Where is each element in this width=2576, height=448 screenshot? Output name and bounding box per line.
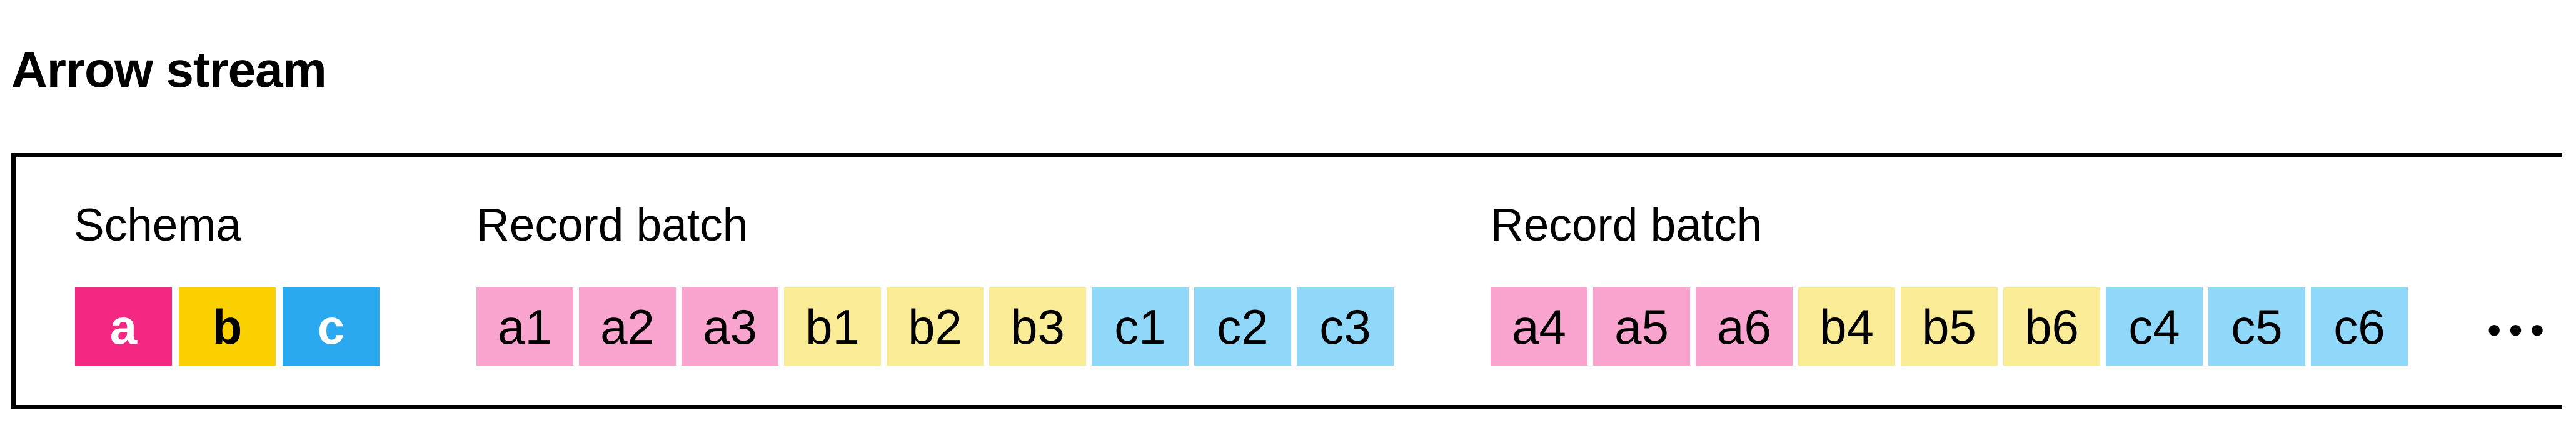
- cell-a3: a3: [682, 287, 778, 366]
- cell-c4: c4: [2106, 287, 2203, 366]
- record-batch-2-label: Record batch: [1491, 200, 1763, 251]
- cell-a6: a6: [1696, 287, 1793, 366]
- cell-b6: b6: [2003, 287, 2100, 366]
- cell-c1: c1: [1092, 287, 1189, 366]
- cell-a2: a2: [579, 287, 676, 366]
- cell-a4: a4: [1491, 287, 1587, 366]
- schema-field-c: c: [283, 287, 380, 366]
- schema-label: Schema: [74, 200, 241, 251]
- cell-c6: c6: [2311, 287, 2408, 366]
- cell-a5: a5: [1593, 287, 1690, 366]
- ellipsis-icon: •••: [2487, 307, 2552, 352]
- schema-field-b: b: [179, 287, 276, 366]
- cell-c3: c3: [1297, 287, 1394, 366]
- schema-field-a: a: [75, 287, 172, 366]
- cell-b1: b1: [784, 287, 881, 366]
- stream-frame: [11, 153, 2562, 409]
- page-title: Arrow stream: [11, 42, 327, 97]
- record-batch-1-label: Record batch: [476, 200, 748, 251]
- cell-b5: b5: [1901, 287, 1998, 366]
- record-batch-2-row: a4 a5 a6 b4 b5 b6 c4 c5 c6: [1491, 287, 2408, 366]
- cell-a1: a1: [476, 287, 573, 366]
- cell-c5: c5: [2208, 287, 2305, 366]
- cell-b2: b2: [887, 287, 984, 366]
- schema-row: a b c: [75, 287, 380, 366]
- cell-b4: b4: [1798, 287, 1895, 366]
- cell-c2: c2: [1194, 287, 1291, 366]
- record-batch-1-row: a1 a2 a3 b1 b2 b3 c1 c2 c3: [476, 287, 1394, 366]
- cell-b3: b3: [989, 287, 1086, 366]
